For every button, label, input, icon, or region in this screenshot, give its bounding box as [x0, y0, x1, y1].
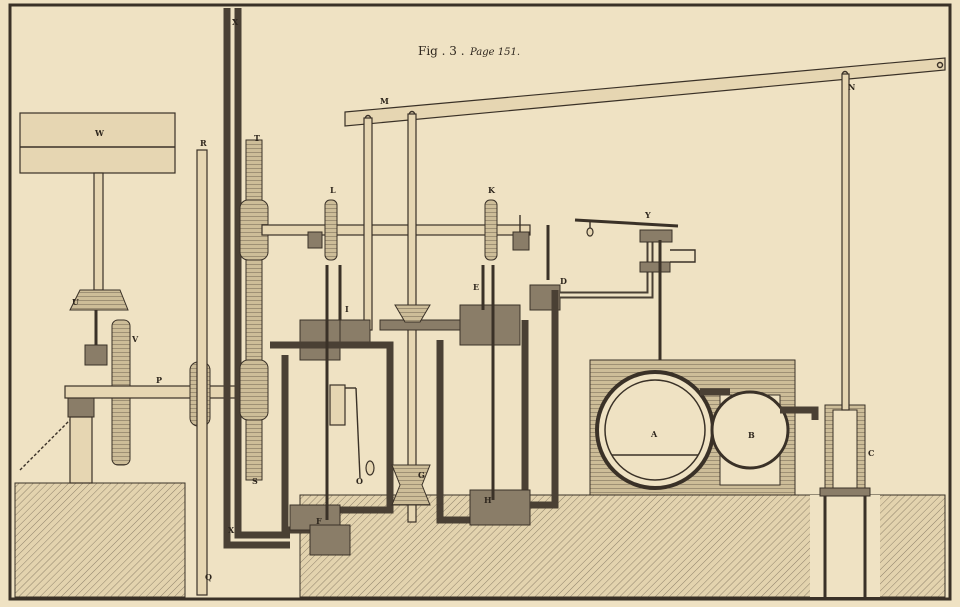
label-d: D: [560, 276, 567, 286]
label-n: N: [848, 82, 855, 92]
label-c: C: [868, 448, 874, 458]
governor-box-w: [19, 112, 176, 291]
label-l: L: [330, 185, 336, 195]
label-e: E: [473, 282, 479, 292]
pipe-x: [223, 8, 290, 549]
rod-r: [196, 149, 208, 596]
cylinder-c: [819, 73, 871, 597]
label-g: G: [418, 470, 425, 480]
working-beam: [344, 57, 946, 127]
label-h: H: [484, 495, 492, 505]
valve-rod: [363, 117, 373, 331]
label-o: O: [356, 476, 363, 486]
letter-labels: W R X X T S L K Y M N U V P Q I E D A B …: [72, 17, 874, 582]
page-reference: Page 151.: [469, 47, 520, 58]
label-p: P: [156, 375, 162, 385]
label-q: Q: [205, 572, 212, 582]
label-y: Y: [644, 210, 651, 220]
boiler: [589, 359, 819, 496]
rod-n: [841, 73, 850, 411]
label-r: R: [200, 138, 207, 148]
label-i: I: [345, 304, 349, 314]
bevel-gear-u: [19, 289, 131, 484]
label-x-top: X: [232, 17, 239, 27]
plate-border: [8, 3, 952, 601]
label-u: U: [72, 297, 79, 307]
label-v: V: [131, 334, 139, 344]
steam-pipe: [560, 218, 696, 360]
label-f: F: [316, 516, 322, 526]
label-a: A: [650, 429, 658, 439]
upper-shaft: [261, 199, 550, 280]
ground-left: [14, 482, 186, 598]
label-b: B: [748, 430, 755, 440]
figure-title: Fig . 3 .: [418, 44, 465, 58]
lever-y: [574, 218, 679, 228]
label-w: W: [94, 128, 105, 138]
toothed-rack-t: [239, 139, 269, 481]
cylinder-left: [270, 265, 461, 556]
label-k: K: [488, 185, 496, 195]
label-m: M: [380, 96, 389, 106]
cylinder-right: [391, 265, 561, 526]
label-s: S: [252, 476, 258, 486]
label-t: T: [254, 133, 260, 143]
label-x-bottom: X: [228, 525, 235, 535]
